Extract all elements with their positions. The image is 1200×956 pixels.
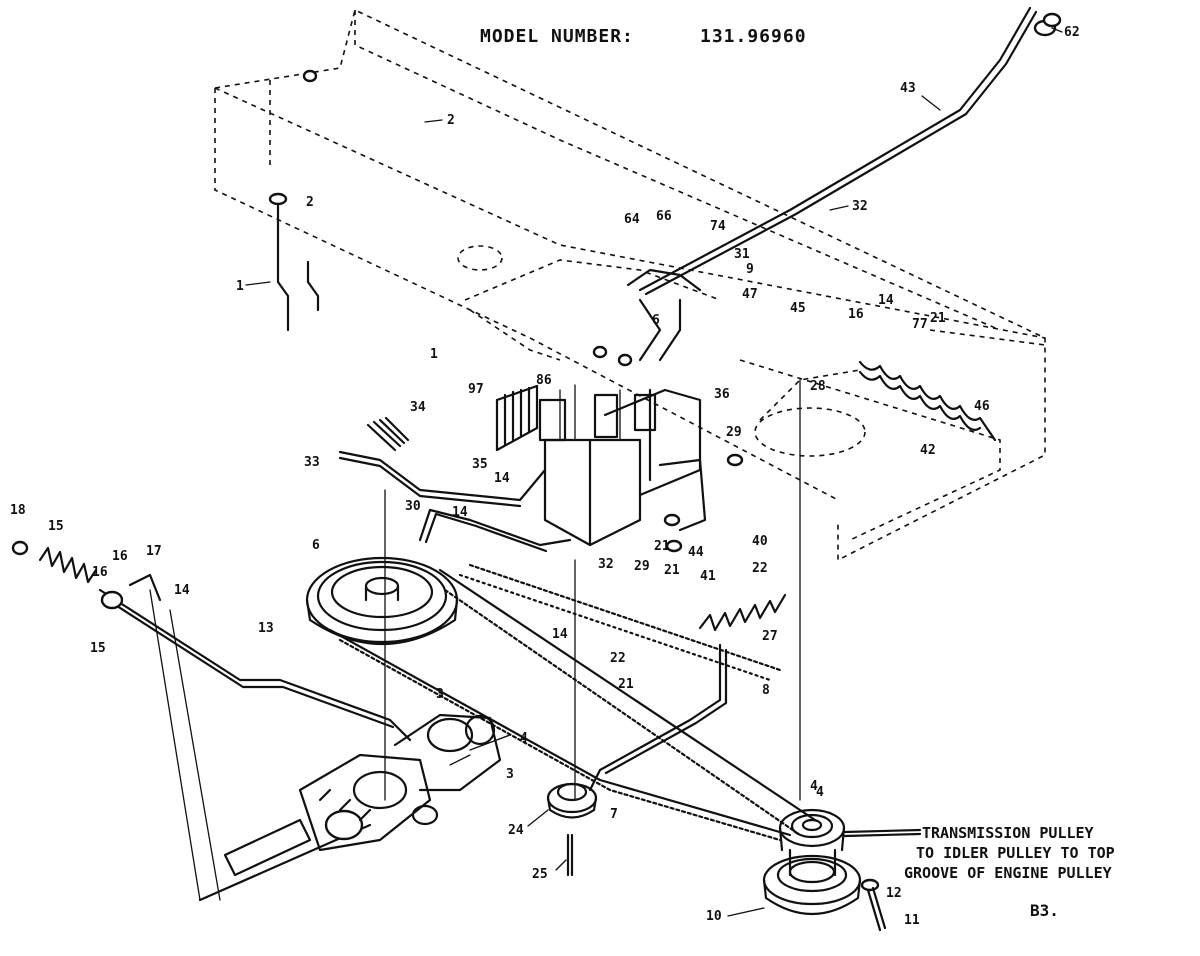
- callout-2: 2: [447, 113, 455, 128]
- callout-14c: 14: [452, 505, 468, 520]
- callout-1b: 1: [430, 347, 438, 362]
- callout-16: 16: [848, 307, 864, 322]
- callout-32: 32: [852, 199, 868, 214]
- callout-28: 28: [810, 379, 826, 394]
- callout-77: 77: [912, 317, 928, 332]
- callout-64: 64: [624, 212, 640, 227]
- lift-link: [268, 69, 320, 332]
- callout-13: 13: [258, 621, 274, 636]
- callout-21c: 21: [664, 563, 680, 578]
- belt-note-line2: TO IDLER PULLEY TO TOP: [916, 844, 1115, 862]
- callout-27: 27: [762, 629, 778, 644]
- callout-33: 33: [304, 455, 320, 470]
- callout-29b: 29: [634, 559, 650, 574]
- callout-44: 44: [688, 545, 704, 560]
- callout-1: 1: [236, 279, 244, 294]
- transmission-pulley: [778, 808, 846, 852]
- callout-42: 42: [920, 443, 936, 458]
- bolt-11: [860, 878, 887, 932]
- callout-74: 74: [710, 219, 726, 234]
- callout-14: 14: [878, 293, 894, 308]
- callout-12: 12: [886, 886, 902, 901]
- callout-2b: 2: [306, 195, 314, 210]
- callout-4b: 4: [816, 785, 824, 800]
- shift-lever: [638, 6, 1062, 296]
- callout-21b: 21: [654, 539, 670, 554]
- drive-belt: [328, 563, 817, 842]
- callout-31: 31: [734, 247, 750, 262]
- engine-pulley: [762, 848, 862, 915]
- callout-46: 46: [974, 399, 990, 414]
- callout-18: 18: [10, 503, 26, 518]
- spring-46: [858, 360, 997, 442]
- rod-8: [588, 643, 728, 792]
- model-number-label: MODEL NUMBER:: [480, 26, 634, 47]
- transaxle: [223, 713, 511, 877]
- callout-43: 43: [900, 81, 916, 96]
- spring-18: [11, 540, 98, 584]
- callout-32b: 32: [598, 557, 614, 572]
- callout-15: 15: [48, 519, 64, 534]
- callout-16c: 16: [92, 565, 108, 580]
- belt-note-line1: TRANSMISSION PULLEY: [922, 824, 1094, 842]
- callout-24: 24: [508, 823, 524, 838]
- callout-41: 41: [700, 569, 716, 584]
- spring-27: [698, 593, 787, 632]
- callout-35: 35: [472, 457, 488, 472]
- callout-14b: 14: [494, 471, 510, 486]
- pulley-6: [305, 556, 459, 645]
- callout-10: 10: [706, 909, 722, 924]
- callout-6b: 6: [312, 538, 320, 553]
- model-number-value: 131.96960: [700, 26, 807, 47]
- callout-86: 86: [536, 373, 552, 388]
- callout-17: 17: [146, 544, 162, 559]
- callout-9: 9: [746, 262, 754, 277]
- callout-40: 40: [752, 534, 768, 549]
- callout-3: 3: [506, 767, 514, 782]
- callout-66: 66: [656, 209, 672, 224]
- callout-25: 25: [532, 867, 548, 882]
- belt-note-line3: GROOVE OF ENGINE PULLEY: [904, 864, 1112, 882]
- callout-30: 30: [405, 499, 421, 514]
- callout-21d: 21: [618, 677, 634, 692]
- callout-labels: 62 2 43 2 1 32 64 66 74 31 9 47 45 14 16…: [10, 25, 1080, 928]
- callout-22: 22: [752, 561, 768, 576]
- callout-47: 47: [742, 287, 758, 302]
- callout-7: 7: [610, 807, 618, 822]
- idler-pulley: [546, 782, 598, 877]
- callout-11: 11: [904, 913, 920, 928]
- note-leader: [843, 828, 922, 838]
- clutch-rod-30: [418, 508, 572, 553]
- chassis-frame: [214, 8, 1046, 562]
- spring-97: [495, 384, 539, 452]
- callout-14d: 14: [174, 583, 190, 598]
- spring-34: [366, 416, 410, 452]
- callout-36: 36: [714, 387, 730, 402]
- callout-21: 21: [930, 311, 946, 326]
- callout-14e: 14: [552, 627, 568, 642]
- callout-45: 45: [790, 301, 806, 316]
- callout-4c: 4: [810, 779, 818, 794]
- clutch-bracket-assembly: [538, 268, 744, 553]
- callout-16b: 16: [112, 549, 128, 564]
- callout-62: 62: [1064, 25, 1080, 40]
- callout-3b: 3: [436, 687, 444, 702]
- callout-6: 6: [652, 313, 660, 328]
- callout-97: 97: [468, 382, 484, 397]
- brake-rod: [98, 573, 412, 742]
- callout-29: 29: [726, 425, 742, 440]
- page-code: B3.: [1030, 901, 1059, 920]
- callout-4: 4: [520, 731, 528, 746]
- clutch-rod-33: [338, 450, 547, 508]
- callout-15b: 15: [90, 641, 106, 656]
- callout-22b: 22: [610, 651, 626, 666]
- callout-8: 8: [762, 683, 770, 698]
- callout-34: 34: [410, 400, 426, 415]
